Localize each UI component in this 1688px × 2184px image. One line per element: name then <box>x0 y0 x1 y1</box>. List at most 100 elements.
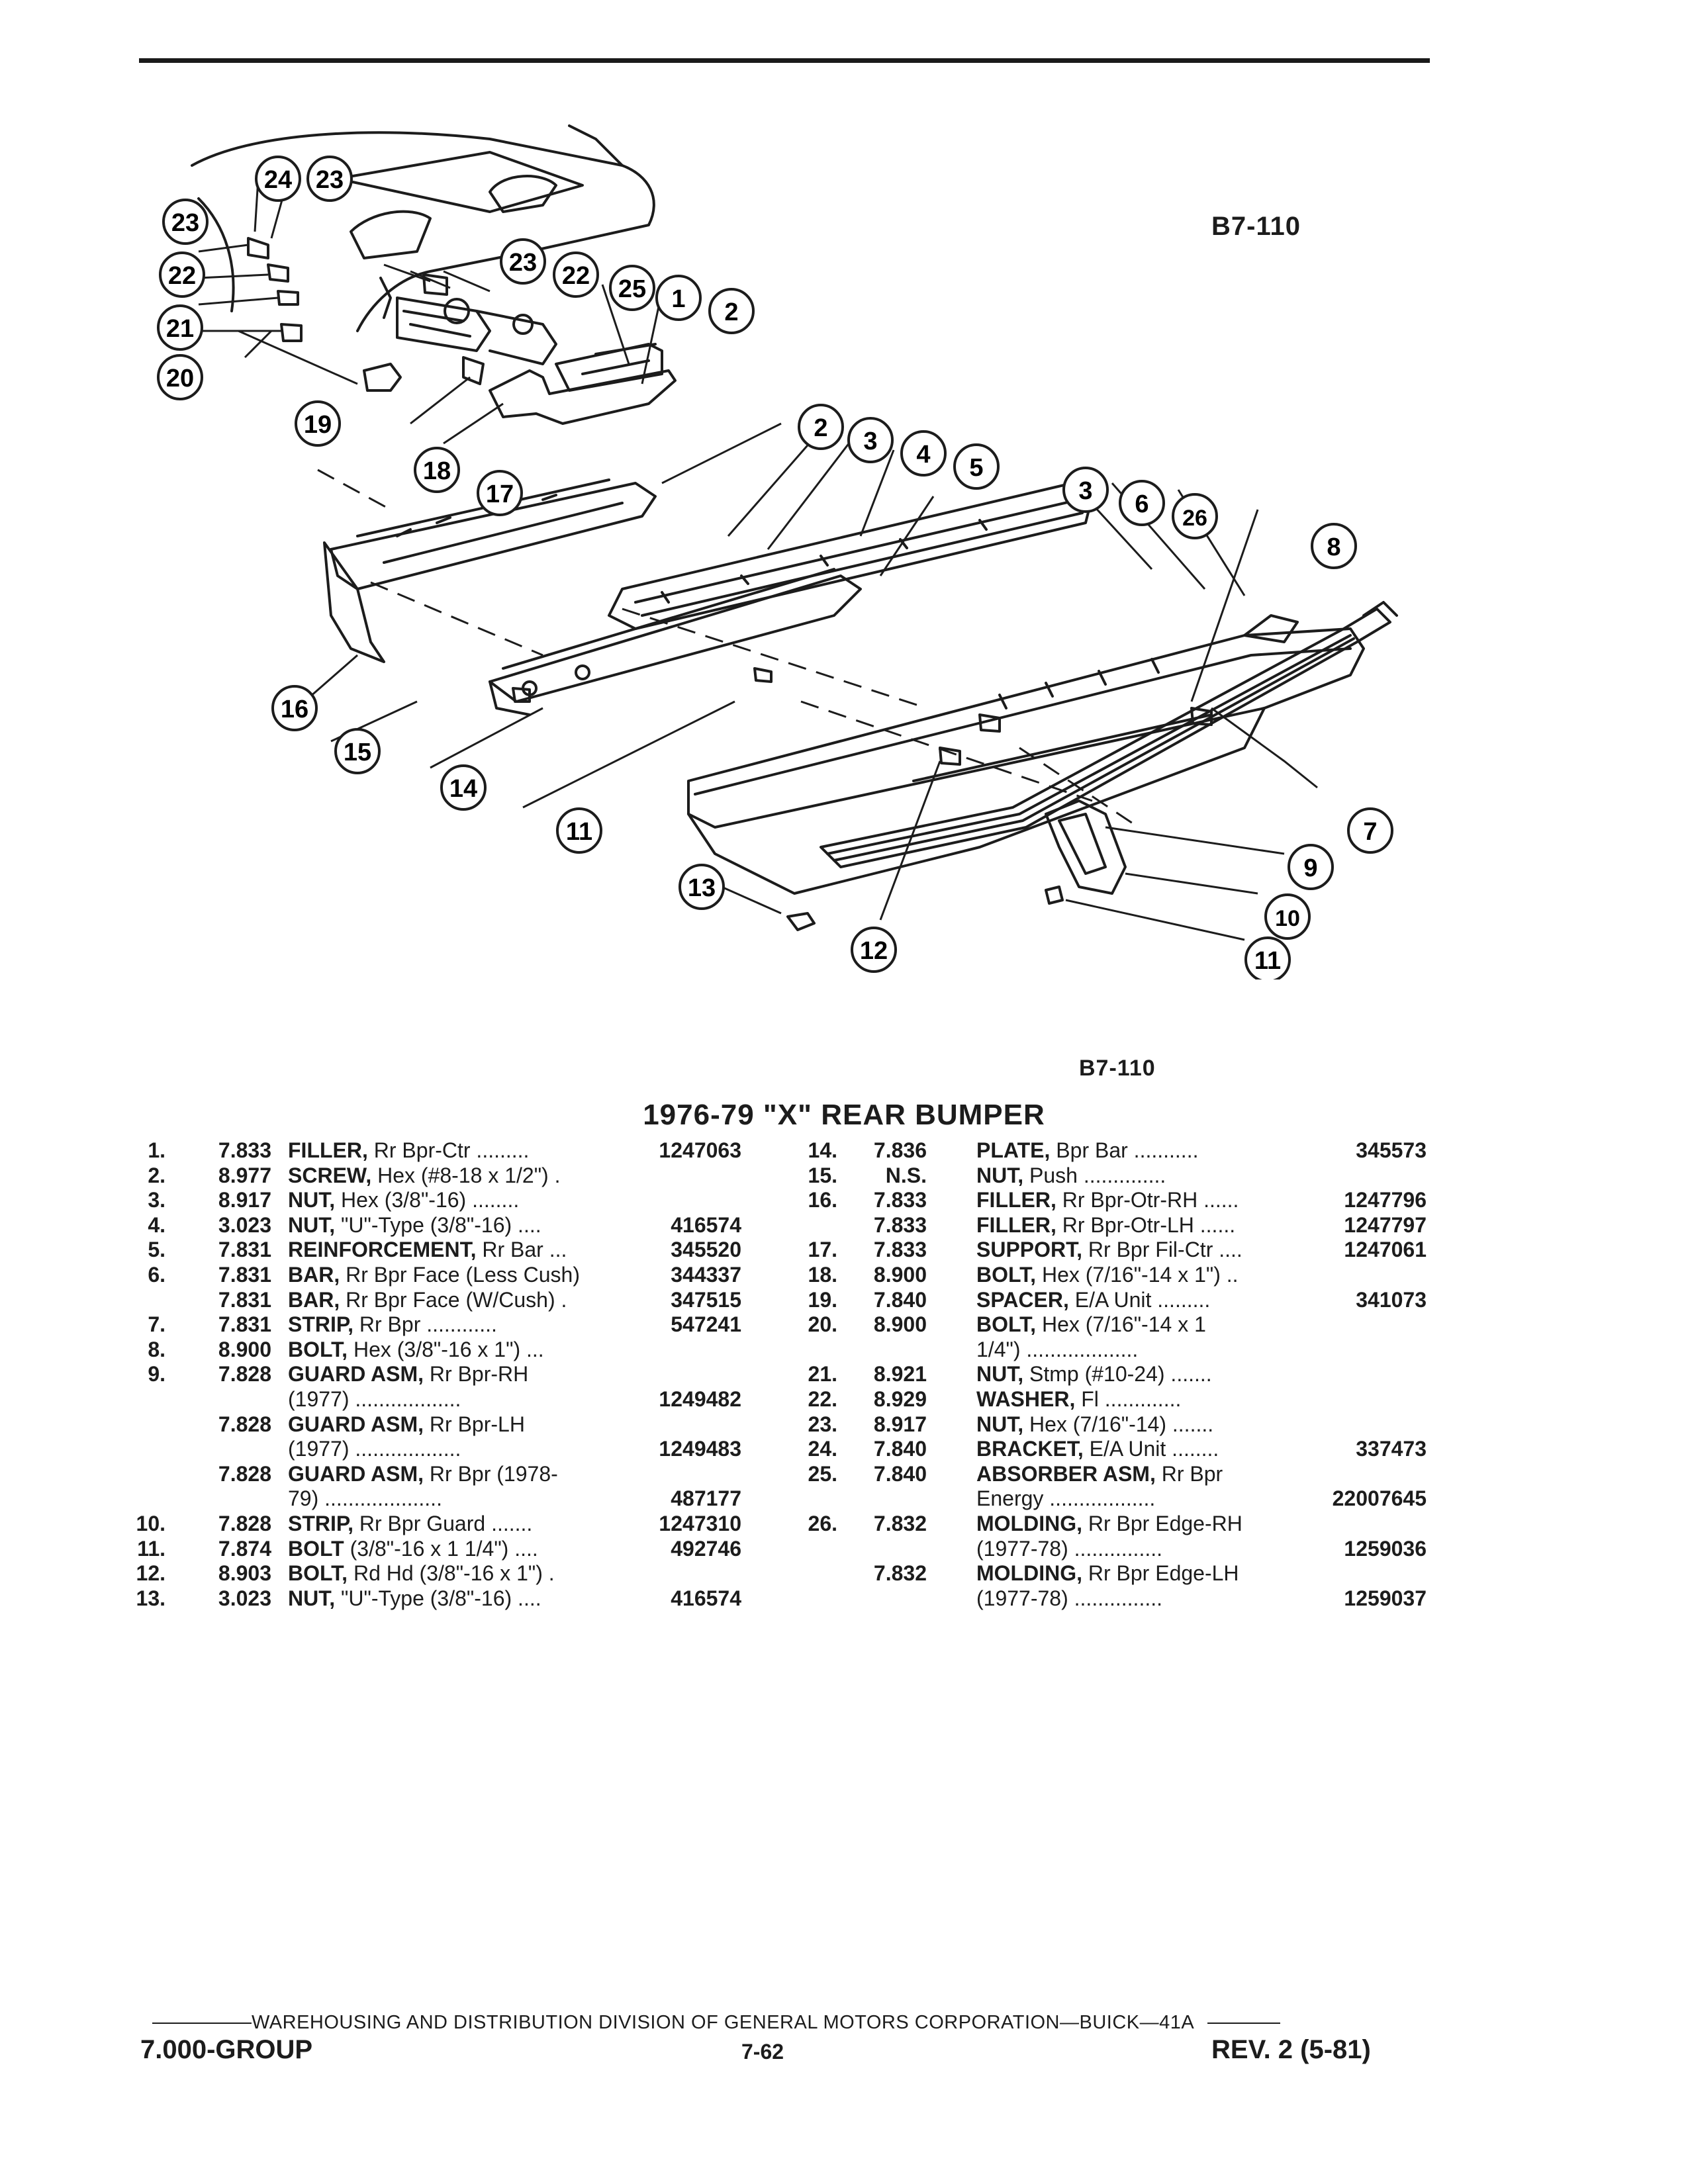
group-number: 7.833 <box>873 1188 927 1212</box>
item-detail: Rr Bpr ............ <box>353 1312 497 1337</box>
item-description: STRIP, Rr Bpr ............ <box>288 1312 497 1338</box>
parts-row: 12. 8.903 BOLT, Rd Hd (3/8"-16 x 1") . <box>126 1561 755 1586</box>
part-number: 1259037 <box>1344 1586 1427 1610</box>
part-number: 1259036 <box>1344 1536 1427 1561</box>
top-rule <box>139 58 1430 63</box>
svg-text:6: 6 <box>1135 490 1149 518</box>
footer-division-text: WAREHOUSING AND DISTRIBUTION DIVISION OF… <box>252 2012 1195 2033</box>
callout-3a: 3 <box>847 417 894 463</box>
callout-4: 4 <box>900 430 947 477</box>
item-detail: (1977) .................. <box>288 1437 461 1461</box>
item-name: NUT, <box>976 1412 1024 1436</box>
bumper-guard <box>1045 799 1127 895</box>
part-number: 347515 <box>671 1287 741 1312</box>
svg-text:9: 9 <box>1303 854 1317 882</box>
item-detail: Rr Bpr-RH <box>424 1362 529 1387</box>
svg-text:21: 21 <box>166 315 194 343</box>
group-number: 7.828 <box>218 1362 271 1387</box>
item-description: BOLT, Hex (3/8"-16 x 1") ... <box>288 1338 544 1363</box>
item-detail: Rr Bpr (1978- <box>424 1461 558 1486</box>
footer-rule-left <box>152 2023 252 2025</box>
item-detail: Hex (7/16"-14) ....... <box>1023 1412 1214 1436</box>
group-number: 8.917 <box>873 1412 927 1436</box>
item-number: 12. <box>136 1561 165 1586</box>
callout-21: 21 <box>157 304 203 351</box>
svg-text:3: 3 <box>863 428 877 455</box>
vehicle-body <box>191 131 655 332</box>
item-detail: Rr Bpr Edge-RH <box>1082 1511 1243 1535</box>
item-name: ABSORBER ASM, <box>976 1461 1156 1486</box>
callout-11a: 11 <box>556 807 602 854</box>
part-number: 1247310 <box>659 1511 741 1535</box>
exploded-view-diagram: 24 23 23 22 21 20 19 23 22 25 1 2 18 17 … <box>157 124 1398 979</box>
item-detail: (1977) .................. <box>288 1387 461 1411</box>
item-description: NUT, Push .............. <box>976 1163 1166 1189</box>
svg-text:20: 20 <box>166 365 194 392</box>
group-number: 7.831 <box>218 1287 271 1312</box>
item-description: BAR, Rr Bpr Face (W/Cush) . <box>288 1288 567 1313</box>
item-description: ABSORBER ASM, Rr Bpr <box>976 1462 1223 1487</box>
item-number: 23. <box>808 1412 837 1436</box>
callout-9: 9 <box>1288 844 1334 890</box>
group-number: 7.840 <box>873 1461 927 1486</box>
item-number: 21. <box>808 1362 837 1387</box>
item-number: 17. <box>808 1238 837 1262</box>
item-description: NUT, "U"-Type (3/8"-16) .... <box>288 1213 541 1238</box>
callout-15: 15 <box>334 728 381 774</box>
item-name: BAR, <box>288 1262 340 1287</box>
item-description: MOLDING, Rr Bpr Edge-RH <box>976 1512 1243 1537</box>
item-detail: Rd Hd (3/8"-16 x 1") . <box>348 1561 555 1586</box>
item-description: (1977-78) ............... <box>976 1586 1162 1612</box>
item-detail: Rr Bpr <box>1155 1461 1223 1486</box>
svg-text:16: 16 <box>281 696 308 723</box>
item-description: FILLER, Rr Bpr-Ctr ......... <box>288 1138 529 1163</box>
item-description: (1977-78) ............... <box>976 1537 1162 1562</box>
group-number: 7.828 <box>218 1412 271 1436</box>
part-number: 337473 <box>1356 1437 1427 1461</box>
parts-row: Energy ..................22007645 <box>798 1486 1433 1512</box>
part-number: 487177 <box>671 1486 741 1511</box>
group-number: 7.836 <box>873 1138 927 1162</box>
parts-row: 79) ....................487177 <box>126 1486 755 1512</box>
item-name: NUT, <box>288 1212 336 1237</box>
part-number: 22007645 <box>1332 1486 1427 1511</box>
part-number: 1247796 <box>1344 1188 1427 1212</box>
parts-row: 7.831 BAR, Rr Bpr Face (W/Cush) . 347515 <box>126 1288 755 1313</box>
item-description: GUARD ASM, Rr Bpr (1978- <box>288 1462 558 1487</box>
item-detail: Hex (7/16"-14 x 1") .. <box>1036 1262 1239 1287</box>
part-number: 1249483 <box>659 1437 741 1461</box>
group-number: 8.903 <box>218 1561 271 1586</box>
parts-row: 23. 8.917 NUT, Hex (7/16"-14) ....... <box>798 1412 1433 1437</box>
item-detail: Rr Bpr Face (Less Cush) <box>340 1262 580 1287</box>
item-number: 11. <box>137 1536 165 1561</box>
svg-text:2: 2 <box>814 414 827 442</box>
item-number: 8. <box>148 1337 165 1361</box>
item-description: REINFORCEMENT, Rr Bar ... <box>288 1238 567 1263</box>
item-number: 10. <box>136 1511 165 1535</box>
item-name: NUT, <box>976 1362 1024 1387</box>
item-name: WASHER, <box>976 1387 1076 1411</box>
item-number: 2. <box>148 1163 165 1187</box>
group-number: 7.831 <box>218 1238 271 1262</box>
group-number: 7.833 <box>873 1238 927 1262</box>
item-detail: (3/8"-16 x 1 1/4") .... <box>344 1536 538 1561</box>
item-detail: Hex (7/16"-14 x 1 <box>1036 1312 1206 1337</box>
part-number: 1247063 <box>659 1138 741 1162</box>
item-description: BOLT, Rd Hd (3/8"-16 x 1") . <box>288 1561 555 1586</box>
svg-text:22: 22 <box>168 262 196 290</box>
item-description: BOLT (3/8"-16 x 1 1/4") .... <box>288 1537 538 1562</box>
item-name: BOLT <box>288 1536 344 1561</box>
parts-row: 1/4") ................... <box>798 1338 1433 1363</box>
item-name: FILLER, <box>288 1138 368 1162</box>
item-name: BOLT, <box>288 1337 348 1361</box>
